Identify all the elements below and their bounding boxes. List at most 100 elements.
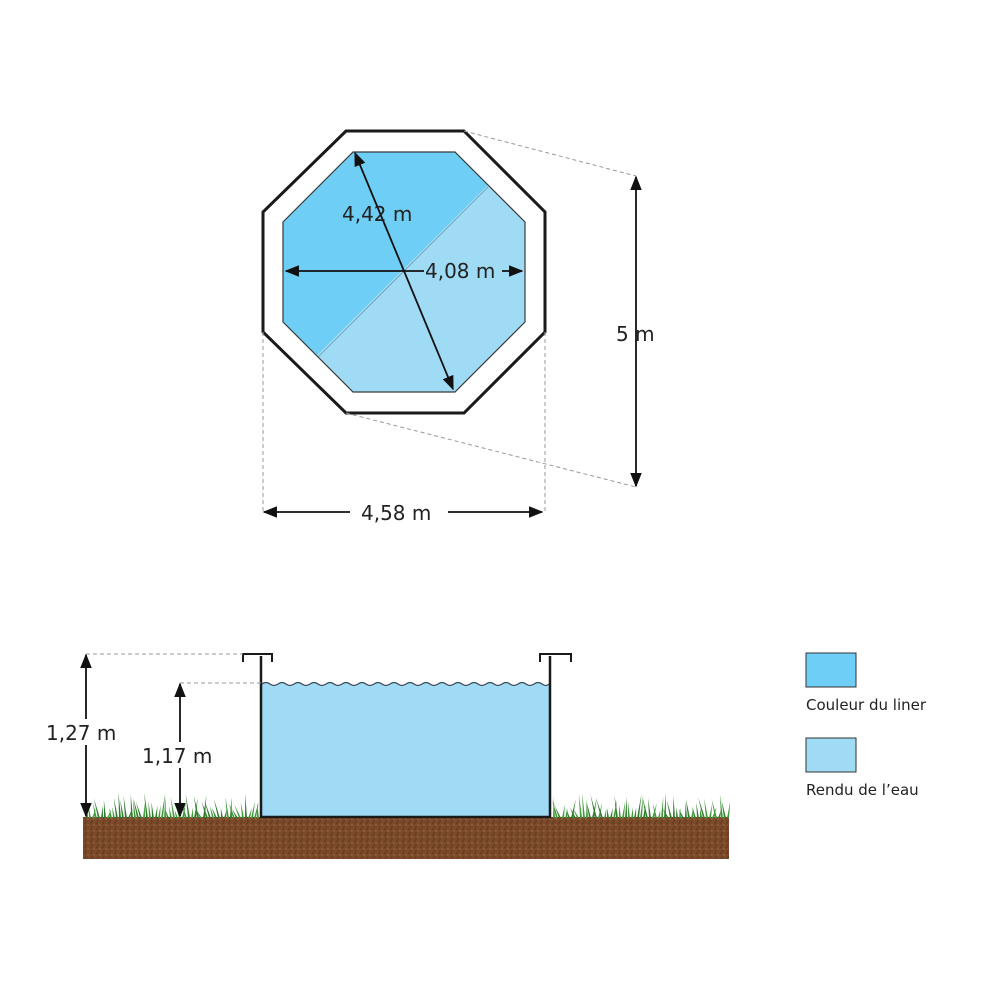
grass-blade <box>627 801 630 818</box>
grass-blade <box>118 792 121 818</box>
grass-blade <box>209 805 214 818</box>
grass-blade <box>165 809 169 818</box>
grass-blade <box>554 805 561 818</box>
grass-blade <box>673 796 675 818</box>
grass-blade <box>170 796 175 818</box>
grass-blade <box>251 801 256 818</box>
grass-blade <box>661 796 664 818</box>
grass-blade <box>634 807 637 818</box>
grass-blade <box>596 798 603 818</box>
grass-blade <box>151 801 154 818</box>
grass-blade <box>637 794 642 818</box>
grass-blade <box>685 798 690 818</box>
grass-blade <box>562 804 565 818</box>
grass-blade <box>120 800 124 818</box>
grass-blade <box>220 808 223 818</box>
grass-blade <box>93 798 100 818</box>
grass-blade <box>590 794 597 818</box>
grass-blade <box>185 793 190 818</box>
grass-blade <box>700 808 702 818</box>
grass-blade <box>614 795 618 818</box>
grass-blade <box>652 803 657 818</box>
legend-label-water: Rendu de l’eau <box>806 781 919 799</box>
grass-blade <box>112 806 115 818</box>
grass-blade <box>123 796 127 818</box>
grass-blade <box>607 808 609 818</box>
grass-blade <box>586 802 591 818</box>
grass-blade <box>168 806 172 818</box>
grass-blade <box>648 798 651 818</box>
grass-blade <box>678 808 684 818</box>
grass-blade <box>193 795 199 818</box>
grass-blade <box>592 797 597 818</box>
grass-blade <box>604 808 607 818</box>
grass-blade <box>101 805 103 818</box>
grass-blade <box>113 797 118 818</box>
grass-blade <box>691 808 694 818</box>
total-height-label: 1,27 m <box>46 721 116 745</box>
grass-blade <box>718 809 722 818</box>
grass-blade <box>135 801 142 818</box>
grass-blade <box>566 808 570 818</box>
grass-blade <box>103 799 106 818</box>
grass-blade <box>231 808 238 818</box>
grass-blade <box>143 802 145 818</box>
grass-blade <box>256 802 259 818</box>
grass-blade <box>676 807 678 818</box>
legend-label-liner: Couleur du liner <box>806 696 927 714</box>
grass-blade <box>203 795 207 818</box>
pool-water-side <box>262 682 549 817</box>
grass-blade <box>613 800 618 818</box>
grass-blade <box>719 794 723 818</box>
grass-blade <box>679 808 681 818</box>
grass-blade <box>144 792 148 818</box>
grass-blade <box>224 809 227 818</box>
grass-blade <box>204 801 211 818</box>
grass-blade <box>148 801 151 818</box>
grass-blade <box>727 801 731 818</box>
grass-blade <box>158 805 161 818</box>
grass-blade <box>228 803 235 818</box>
soil-ground <box>83 817 729 859</box>
grass-blade <box>721 799 726 818</box>
grass-blade <box>225 796 229 818</box>
grass-blade <box>245 793 247 818</box>
right-top-rail <box>539 653 572 662</box>
grass-blade <box>565 808 568 818</box>
grass-blade <box>698 797 705 818</box>
grass-blade <box>692 806 696 818</box>
grass-blade <box>88 805 91 818</box>
pool-wall-side <box>259 656 552 819</box>
grass-blade <box>213 798 220 818</box>
grass-blade <box>133 799 136 818</box>
grass-blade <box>709 804 713 818</box>
legend: Couleur du liner Rendu de l’eau <box>805 652 927 799</box>
legend-swatch-water <box>805 737 857 773</box>
grass-blade <box>161 792 166 818</box>
grass-blade <box>155 805 158 818</box>
grass-blade <box>92 802 97 818</box>
grass-blade <box>191 807 194 818</box>
pool-inner-outline <box>282 151 526 393</box>
inner-width-label: 4,08 m <box>425 259 495 283</box>
grass-blade <box>658 809 661 818</box>
grass-blade <box>696 802 699 818</box>
grass-blade <box>569 807 576 818</box>
grass-blade <box>631 807 634 818</box>
grass-blade <box>552 800 558 818</box>
outer-length-label: 5 m <box>616 322 655 346</box>
grass-blade <box>195 808 202 818</box>
grass-blade <box>572 808 579 818</box>
grass-right <box>552 792 731 818</box>
grass-blade <box>254 801 259 818</box>
water-height-label: 1,17 m <box>142 744 212 768</box>
left-top-rail <box>242 653 273 662</box>
grass-blade <box>582 793 585 818</box>
legend-swatch-liner <box>805 652 857 688</box>
grass-blade <box>666 799 672 818</box>
grass-blade <box>640 795 644 818</box>
grass-blade <box>133 798 139 818</box>
grass-blade <box>248 807 252 818</box>
side-view: 1,27 m 1,17 m <box>44 653 731 859</box>
